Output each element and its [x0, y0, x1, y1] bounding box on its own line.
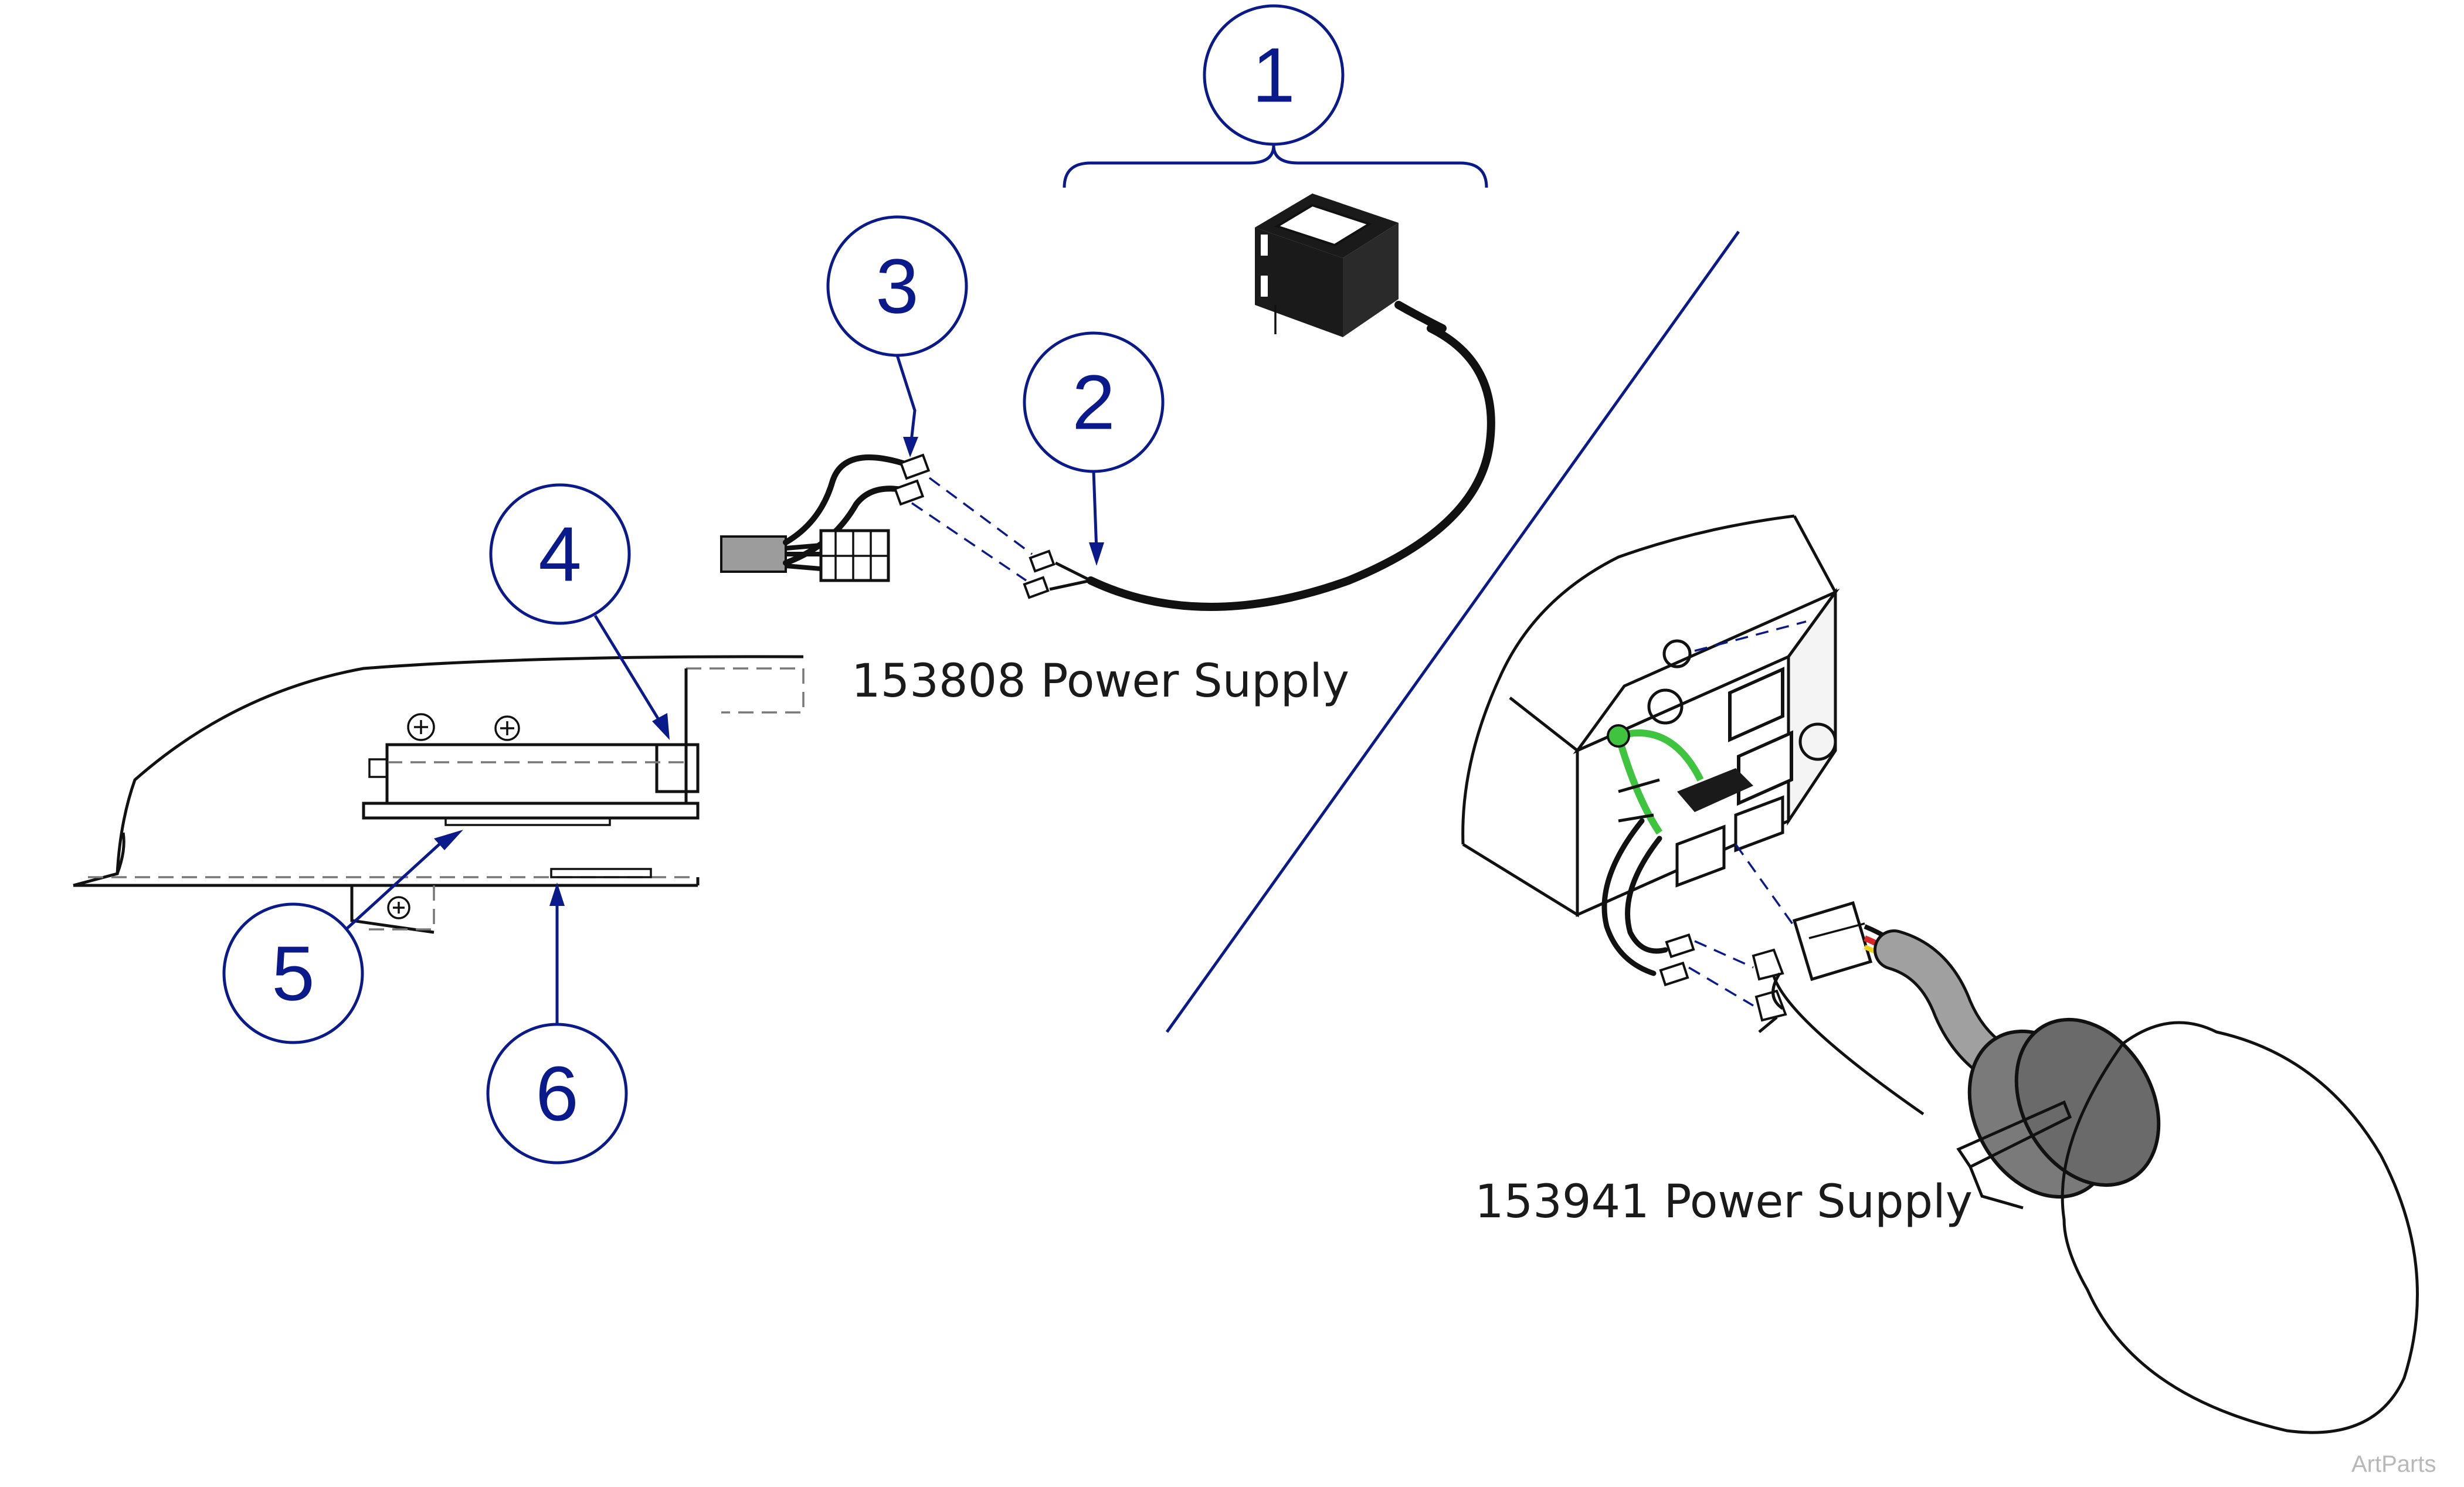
- callout-5-label: 5: [271, 931, 314, 1017]
- callout-3-label: 3: [875, 243, 918, 330]
- wall-adapter: [1255, 193, 1447, 337]
- bracket-1: [1063, 145, 1488, 188]
- harness: [720, 453, 931, 582]
- callout-6[interactable]: 6: [486, 1023, 628, 1165]
- connect-dash-upper: [928, 477, 1033, 555]
- callout-3[interactable]: 3: [826, 215, 968, 357]
- adapter-cable-leads: [1049, 561, 1092, 591]
- arrow-5: [434, 830, 463, 850]
- callout-1-label: 1: [1252, 32, 1295, 118]
- callout-2-label: 2: [1072, 359, 1115, 446]
- right-assembly: [1461, 514, 2419, 1434]
- credit-text: ArtParts: [2351, 1451, 2436, 1477]
- callout-4[interactable]: 4: [489, 483, 631, 625]
- callout-2[interactable]: 2: [1023, 331, 1165, 473]
- callout-6-label: 6: [535, 1051, 578, 1137]
- caption-153808: 153808 Power Supply: [851, 655, 1349, 708]
- connect-dash-lower: [911, 502, 1027, 582]
- callout-1[interactable]: 1: [1203, 4, 1345, 146]
- adapter-terminals: [1023, 549, 1055, 599]
- callout-4-label: 4: [538, 511, 581, 597]
- arrow-2: [1089, 542, 1104, 566]
- arrow-3: [903, 437, 918, 457]
- arrow-4: [652, 713, 670, 740]
- leader-4: [593, 615, 663, 725]
- leader-5: [345, 837, 447, 931]
- caption-153941: 153941 Power Supply: [1475, 1176, 1973, 1228]
- adapter-cable: [1087, 324, 1495, 611]
- leader-2: [1092, 471, 1098, 552]
- callout-5[interactable]: 5: [222, 902, 364, 1044]
- base-section: [73, 655, 805, 934]
- divider-line: [1165, 230, 1740, 1033]
- arrow-6: [549, 882, 565, 906]
